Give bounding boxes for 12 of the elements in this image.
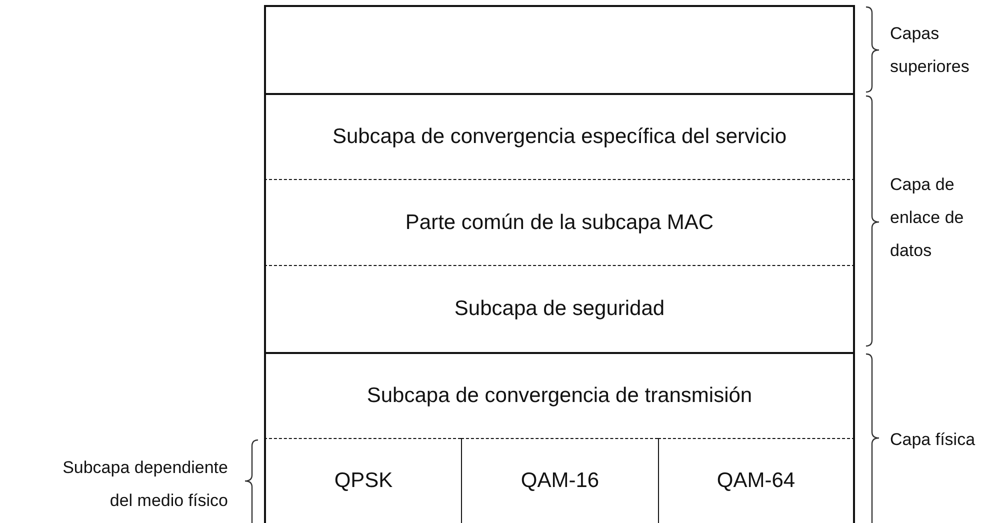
- layer-box: Parte común de la subcapa MAC: [264, 179, 855, 265]
- layer-box: QAM-64: [658, 438, 855, 523]
- layer-label: Capa física: [890, 429, 976, 451]
- layer-label: Capas superiores: [890, 23, 970, 78]
- layer-label: Capa de enlace de datos: [890, 174, 965, 262]
- layer-box: Subcapa de convergencia específica del servicio: [264, 93, 855, 179]
- layer-box: QAM-16: [461, 438, 658, 523]
- layer-box: QPSK: [264, 438, 461, 523]
- layer-box: Subcapa de convergencia de transmisión: [264, 352, 855, 438]
- layer-box: Subcapa de seguridad: [264, 265, 855, 352]
- empty-layer-box: [264, 5, 855, 93]
- layer-label: Subcapa dependiente del medio físico: [62, 457, 228, 512]
